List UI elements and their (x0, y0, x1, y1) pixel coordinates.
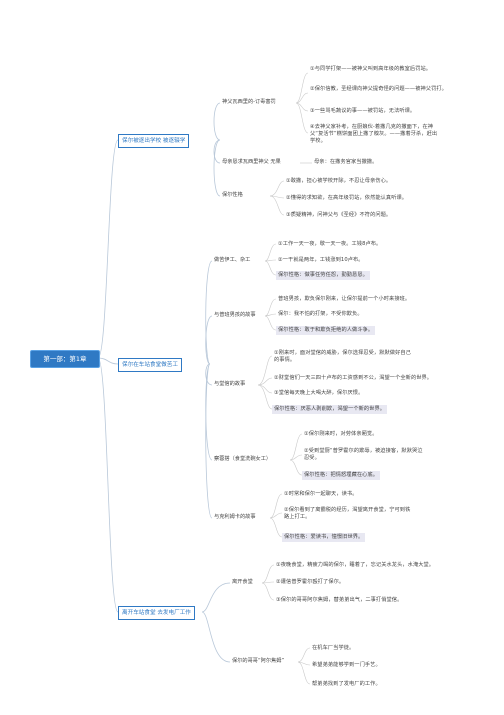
leaf: 保尔性格：爱读书，憧憬旧世界。 (282, 533, 366, 542)
leaf: ②受到堂厨“普罗霍尔的欺辱，被迫接客，默默哭泣忍受。 (304, 448, 423, 461)
leaf: ①工作一天一夜，歇一天一夜。工钱8卢布。 (278, 241, 382, 247)
leaf: ②一干就是两年，工钱涨到10卢布。 (278, 257, 364, 263)
leaf: ①敢撒，担心被学校开除，不忍让母亲伤心。 (286, 178, 392, 184)
leaf: ①保尔刚来时，对劳体亲厢觉。 (304, 431, 378, 437)
leaf: ②保尔信教，圣经课向神父提奇怪的问题——被神父罚打。 (310, 86, 447, 92)
leaf: ②保尔看到了离霸税的经历，渴望离开食堂，宁可到铁路上打工。 (284, 507, 411, 520)
node-mother-plea[interactable]: 母亲恳求瓦西里神父 无果 (222, 159, 281, 165)
leaf: 普班男孩，欺负保尔刚来，让保尔提前一个小时来接班。 (278, 296, 411, 302)
node-klimka[interactable]: 与克利姆卡的故事 (214, 514, 256, 520)
leaf: 保尔性格：把情怒埋藏在心底。 (302, 471, 381, 480)
leaf: 在机车厂当学徒。 (312, 645, 355, 651)
leaf: 母亲：在撒务官家当撒撒。 (314, 159, 378, 165)
leaf: 希望弟弟能够学到一门手艺。 (312, 662, 381, 668)
leaf: ②财堂倌们一天三四十卢布的工资感到不公，渴望一个全新的世界。 (274, 375, 433, 381)
leaf: ③堂倌每天晚上大喝大醉，保尔厌恨。 (274, 390, 364, 396)
node-chores[interactable]: 做苦伊工、杂工 (214, 257, 251, 263)
leaf: ④去神父家补考，在厨娘伙-着撒几克的撒面下，在神父“复活节”糕饼面团上撒了糗灰。… (310, 124, 438, 144)
branch-station-canteen[interactable]: 保尔在车站食堂做苦工 (118, 358, 182, 372)
leaf: 保尔性格：厌恶人剥削欺，渴望一个新的世界。 (272, 405, 388, 414)
branch-expelled[interactable]: 保尔被逐出学校 被逐辍学 (118, 134, 190, 148)
node-brother-artyom[interactable]: 保尔的哥哥“阿尔焦姆” (232, 658, 285, 664)
node-leave-canteen[interactable]: 离开食堂 (232, 579, 253, 585)
leaf: ②懂得的求知欲，在高年级罚站，依然能认真听课。 (286, 195, 408, 201)
leaf: ①夜晚食堂，精疲力竭的保尔，睡着了，忘记关水龙头，水淹大堂。 (276, 562, 435, 568)
leaf: ①刚来时，面对堂倌的威胁，保尔选择忍受，默默做好自己的事情。 (274, 350, 411, 363)
node-paul-character-1[interactable]: 保尔性格 (222, 192, 243, 198)
branch-power-plant[interactable]: 离开车站食堂 去发电厂工作 (118, 606, 195, 620)
leaf: ②遭信普罗霍尔殴打了保尔。 (276, 579, 345, 585)
root-node[interactable]: 第一部：第1章 (30, 350, 100, 368)
leaf: ③一些骂毛蔬议的事——被罚站，无法听课。 (310, 108, 416, 114)
node-waiters[interactable]: 与堂倌的故事 (214, 381, 246, 387)
node-priest-punishment[interactable]: 神父瓦西里的-订毒害罚 (222, 99, 276, 105)
leaf: 保尔性格：敢于和欺负拒绝的人做斗争。 (276, 326, 376, 335)
leaf: ①与同学打架——被神父叫到高年级的教室后罚站。 (310, 66, 432, 72)
leaf: 保尔性格：做事任劳任怨，勤勤恳恳。 (276, 271, 370, 280)
leaf: 保尔：我不怕的打架，不受你欺负。 (278, 311, 363, 317)
node-frosya[interactable]: 察蓉搭（食堂洗碗女工） (214, 456, 272, 462)
leaf: 帮弟弟找到了发电厂的工作。 (312, 681, 381, 687)
leaf: ①时常和保尔一起聊天，读书。 (284, 491, 358, 497)
leaf: ③质疑精神，问神父与《圣经》不符的问题。 (286, 212, 392, 218)
node-shift-boy[interactable]: 与普班男孩的故事 (214, 312, 256, 318)
leaf: ③保尔的哥哥阿尔焦姆，替弟弟出气，二事打俏堂倌。 (276, 597, 403, 603)
